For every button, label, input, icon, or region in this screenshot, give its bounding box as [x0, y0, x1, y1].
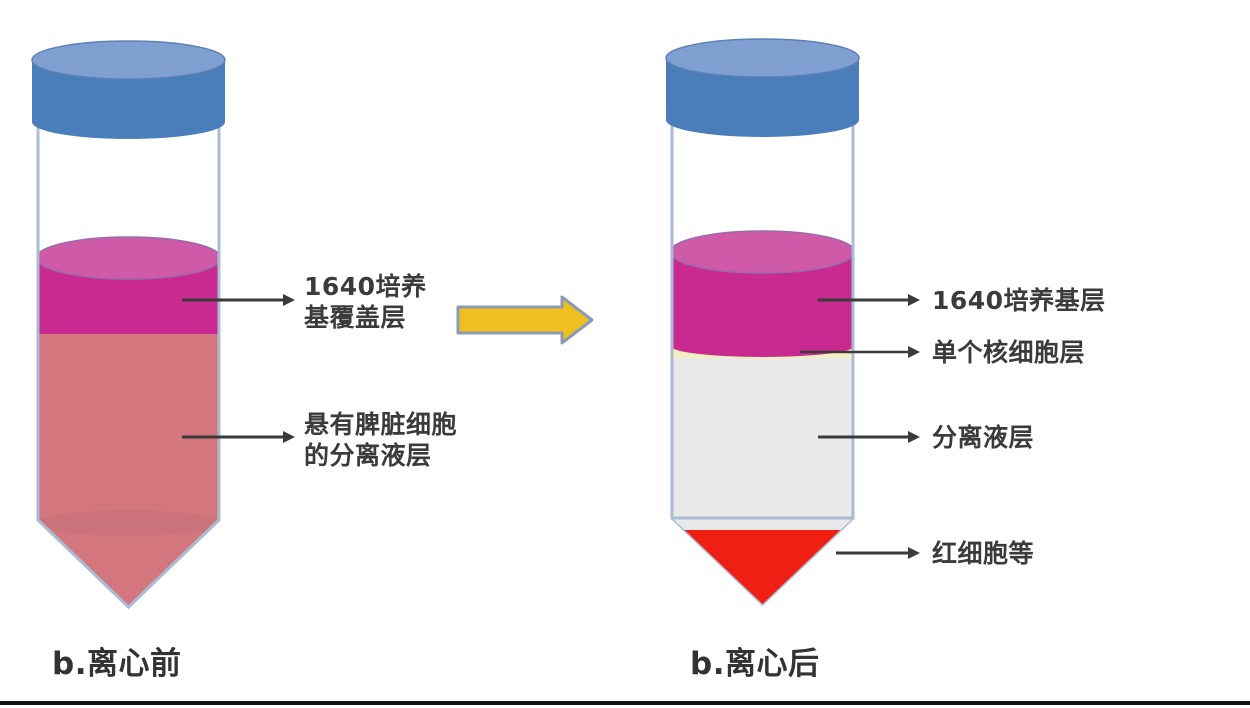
tube-cap-before[interactable]: [31, 40, 226, 139]
rpmi-meniscus: [672, 230, 853, 274]
cap-top-ellipse: [665, 38, 860, 78]
tube-cap-after[interactable]: [665, 38, 860, 137]
leader-cell-suspension: [182, 431, 295, 443]
bottom-divider: [0, 701, 1250, 705]
callout-label-mononuclear: 单个核细胞层: [932, 338, 1086, 367]
layer-erythrocytes: [672, 530, 853, 604]
leader-rpmi-layer: [818, 294, 920, 306]
caption-after-centrifugation: b.离心后: [690, 646, 820, 682]
caption-before-centrifugation: b.离心前: [52, 646, 182, 682]
callout-label-separation-fluid: 分离液层: [932, 423, 1035, 452]
cap-bottom-ellipse: [666, 103, 859, 137]
transition-arrow-icon: [456, 295, 594, 345]
leader-erythrocytes: [836, 547, 920, 559]
rpmi-overlay-meniscus: [38, 236, 219, 280]
callout-label-erythrocytes: 红细胞等: [932, 539, 1035, 568]
tube-glass-outline: [670, 120, 855, 520]
tube-contents-before: [38, 236, 219, 607]
layer-separation-fluid: [672, 352, 853, 537]
cap-top-ellipse: [31, 40, 226, 80]
cap-bottom-ellipse: [32, 105, 225, 139]
tube-after-centrifugation: [665, 38, 920, 607]
callout-label-rpmi-layer: 1640培养基层: [932, 286, 1106, 315]
tube-before-centrifugation: [31, 40, 295, 610]
tube-glass-outline: [36, 120, 221, 610]
layer-cell-suspension: [38, 330, 219, 607]
rpmi-bottom-curve: [672, 335, 853, 357]
tube-contents-after: [672, 230, 853, 604]
suspension-cone-shadow: [38, 510, 219, 536]
leader-mononuclear: [800, 346, 920, 358]
callout-label-rpmi-overlay: 1640培养 基覆盖层: [304, 272, 427, 332]
leader-rpmi-overlay: [182, 294, 295, 306]
leader-separation-fluid: [818, 431, 920, 443]
callout-label-cell-suspension: 悬有脾脏细胞 的分离液层: [304, 410, 458, 470]
